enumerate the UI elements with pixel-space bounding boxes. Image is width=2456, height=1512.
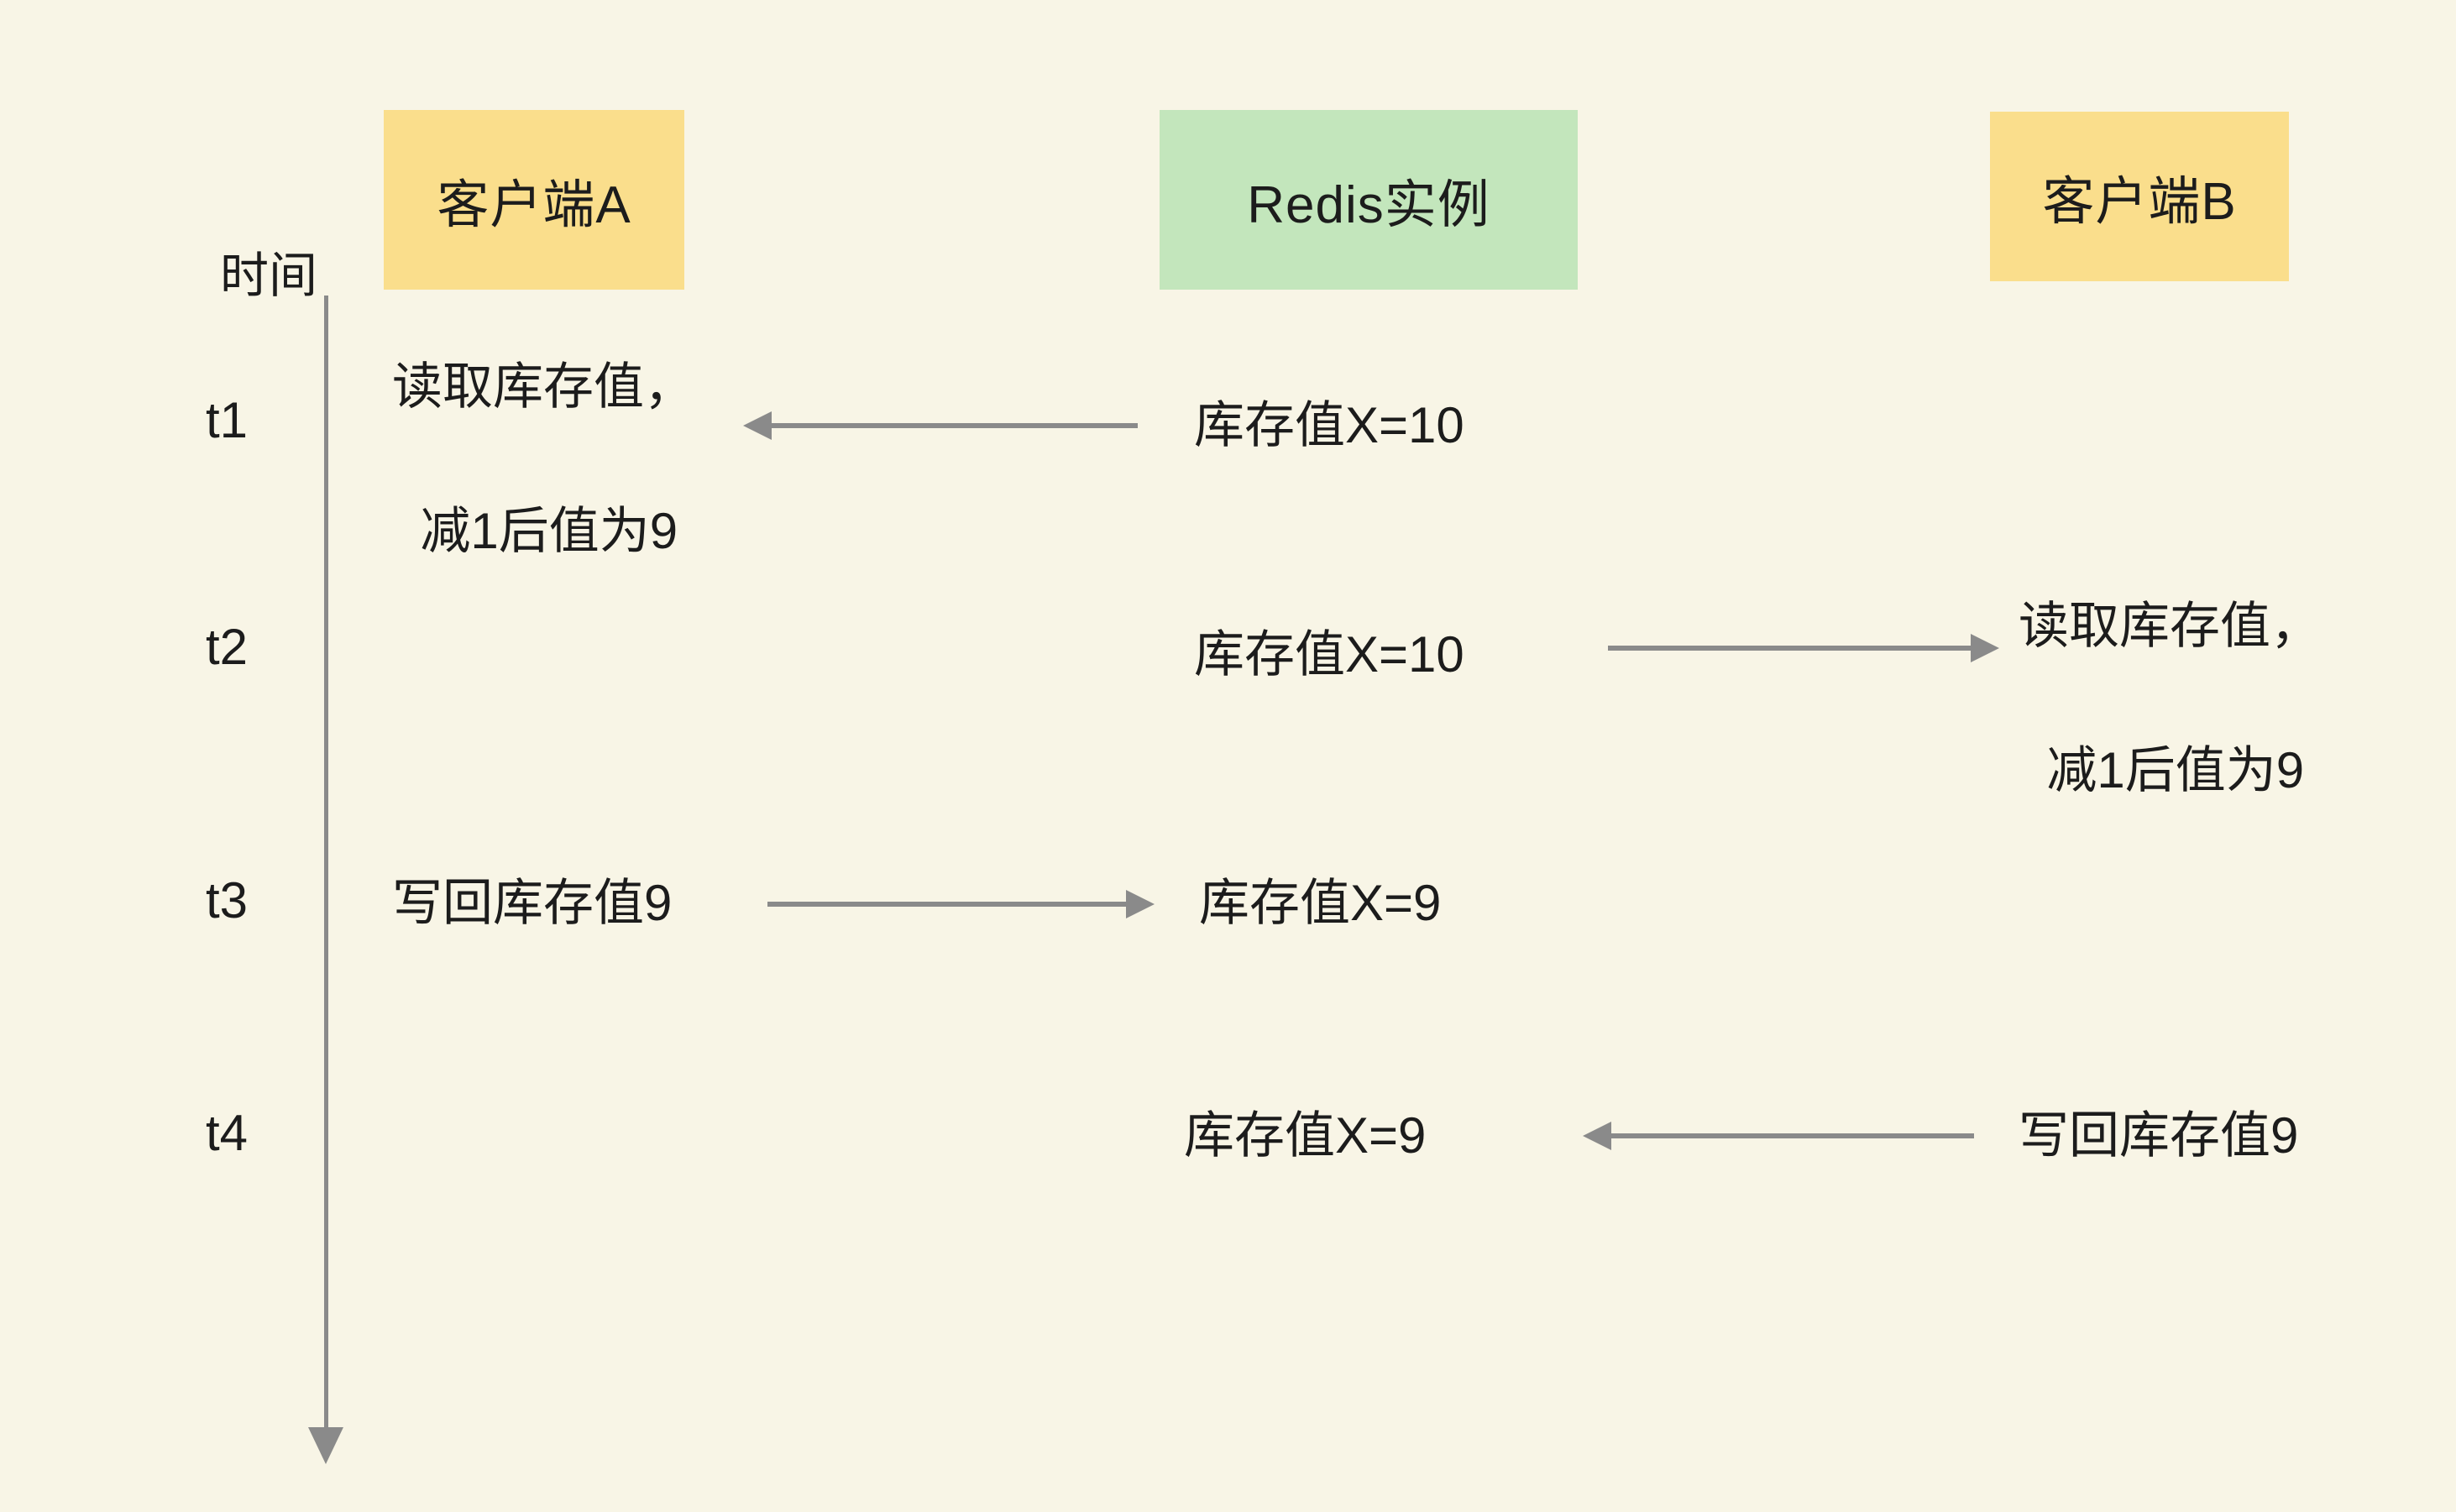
t1-client-a-note-line2: 减1后值为9 xyxy=(420,503,678,559)
arrow-shaft xyxy=(767,902,1129,907)
t2-client-b-note-line1: 读取库存值， xyxy=(2019,598,2321,654)
t1-client-a-note-line1: 读取库存值， xyxy=(392,358,694,415)
actor-label-redis: Redis实例 xyxy=(1247,176,1490,234)
arrow-head-right-icon xyxy=(1126,890,1155,918)
time-axis-line xyxy=(324,296,328,1431)
actor-box-redis: Redis实例 xyxy=(1160,110,1578,290)
t3-redis-value: 库存值X=9 xyxy=(1199,875,1442,931)
time-tick-t2: t2 xyxy=(205,619,249,675)
arrow-shaft xyxy=(1608,646,1974,651)
t2-redis-value: 库存值X=10 xyxy=(1194,626,1464,683)
arrow-shaft xyxy=(1608,1133,1974,1138)
t2-client-b-note: 读取库存值， 减1后值为9 xyxy=(2019,590,2321,807)
time-axis-arrowhead-icon xyxy=(308,1427,343,1464)
arrow-head-left-icon xyxy=(1583,1122,1611,1150)
t1-client-a-note: 读取库存值， 减1后值为9 xyxy=(392,351,694,568)
time-tick-t3: t3 xyxy=(205,872,249,929)
t4-client-b-note: 写回库存值9 xyxy=(2019,1107,2299,1164)
arrow-head-right-icon xyxy=(1971,634,1999,662)
time-axis-label: 时间 xyxy=(220,249,318,303)
t4-redis-value: 库存值X=9 xyxy=(1184,1107,1427,1164)
actor-label-client-b: 客户端B xyxy=(2042,173,2237,231)
arrow-shaft xyxy=(768,423,1138,428)
t1-redis-value: 库存值X=10 xyxy=(1194,397,1464,453)
time-tick-t4: t4 xyxy=(205,1105,249,1161)
t2-client-b-note-line2: 减1后值为9 xyxy=(2046,742,2305,798)
time-tick-t1: t1 xyxy=(205,392,249,448)
actor-box-client-b: 客户端B xyxy=(1990,112,2289,281)
t3-client-a-note: 写回库存值9 xyxy=(392,875,673,931)
actor-box-client-a: 客户端A xyxy=(384,110,684,290)
actor-label-client-a: 客户端A xyxy=(437,176,631,234)
arrow-head-left-icon xyxy=(743,411,772,440)
